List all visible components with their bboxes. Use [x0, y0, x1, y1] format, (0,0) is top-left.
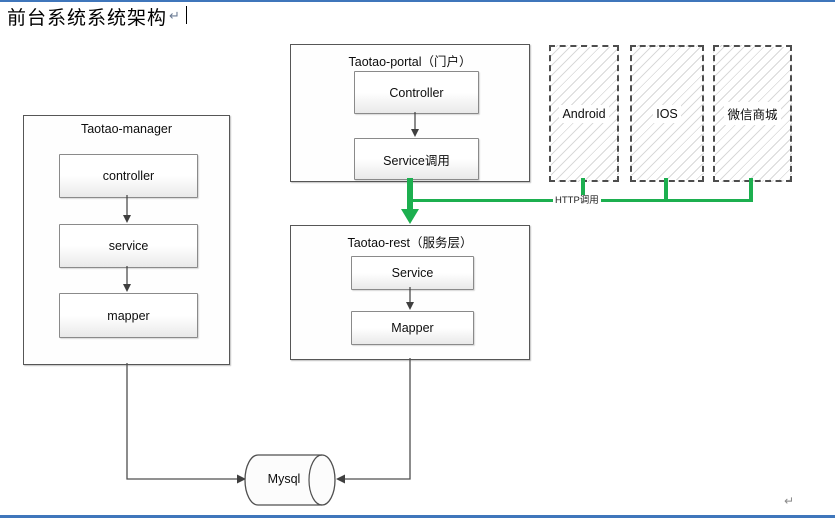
manager-item-service[interactable]: service — [59, 224, 198, 268]
rest-item-service[interactable]: Service — [351, 256, 474, 290]
client-box-ios[interactable]: IOS — [630, 45, 704, 182]
manager-box[interactable]: Taotao-manager controller service mapper — [23, 115, 230, 365]
rest-box-title: Taotao-rest（服务层） — [347, 236, 473, 250]
http-call-label: HTTP调用 — [553, 195, 601, 207]
paragraph-mark-icon: ↵ — [169, 8, 180, 23]
client-ios-label: IOS — [653, 104, 681, 123]
portal-box-title: Taotao-portal（门户） — [348, 55, 472, 69]
portal-item-service-call[interactable]: Service调用 — [354, 138, 479, 180]
client-android-label: Android — [559, 104, 609, 123]
portal-item-service-call-label: Service调用 — [383, 153, 450, 168]
text-cursor — [186, 6, 187, 24]
manager-item-controller[interactable]: controller — [59, 154, 198, 198]
rest-item-service-label: Service — [391, 266, 434, 280]
title-row: 前台系统系统架构 ↵ — [7, 3, 180, 29]
portal-item-controller[interactable]: Controller — [354, 71, 479, 114]
client-wechat-label: 微信商城 — [724, 102, 781, 125]
manager-item-mapper-label: mapper — [107, 308, 150, 323]
portal-item-controller-label: Controller — [389, 85, 444, 100]
portal-box[interactable]: Taotao-portal（门户） Controller Service调用 — [290, 44, 530, 182]
manager-item-service-label: service — [108, 239, 149, 253]
client-box-android[interactable]: Android — [549, 45, 619, 182]
mysql-cylinder-label[interactable]: Mysql — [267, 472, 301, 486]
rest-item-mapper-label: Mapper — [391, 321, 434, 335]
rest-item-mapper[interactable]: Mapper — [351, 311, 474, 345]
top-edge-line — [0, 0, 835, 2]
client-box-wechat[interactable]: 微信商城 — [713, 45, 792, 182]
bottom-edge-line — [0, 515, 835, 518]
page-title[interactable]: 前台系统系统架构 — [7, 7, 168, 29]
paragraph-mark-icon: ↵ — [784, 494, 795, 508]
manager-item-controller-label: controller — [102, 169, 155, 183]
manager-box-title: Taotao-manager — [80, 122, 173, 136]
manager-item-mapper[interactable]: mapper — [59, 293, 198, 338]
rest-box[interactable]: Taotao-rest（服务层） Service Mapper — [290, 225, 530, 360]
